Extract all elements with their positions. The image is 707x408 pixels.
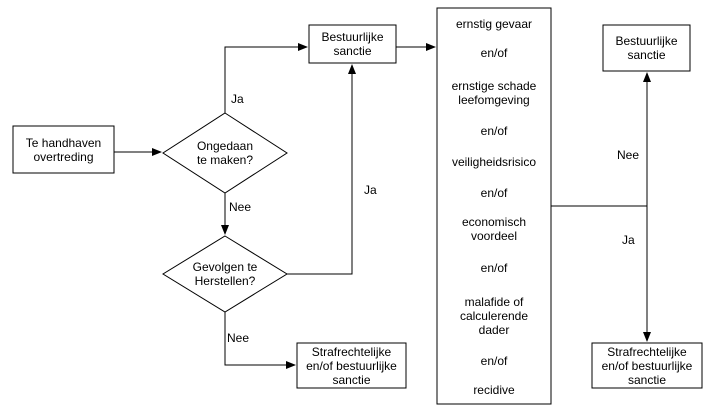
admin-sanction-top: Bestuurlijke sanctie — [321, 30, 384, 58]
criteria-connector: en/of — [480, 124, 508, 138]
restore-question: Gevolgen te Herstellen? — [192, 260, 258, 288]
criminal-sanction-right: Strafrechtelijke en/of bestuurlijke sanc… — [601, 344, 693, 387]
criteria-item: ernstig gevaar — [455, 17, 533, 31]
undo-question: Ongedaan te maken? — [196, 139, 254, 167]
criteria-item: ernstige schade leefomgeving — [451, 79, 537, 107]
criminal-sanction-left-box — [296, 342, 407, 389]
admin-sanction-right-box — [602, 24, 691, 72]
edge-undo-yes — [224, 43, 308, 113]
admin-sanction-right: Bestuurlijke sanctie — [615, 34, 678, 62]
edge-label-restore-no: Nee — [227, 331, 250, 345]
criteria-connector: en/of — [480, 354, 508, 368]
violation-box — [12, 125, 115, 174]
edge-label-right-no: Nee — [617, 148, 640, 162]
criteria-item: economisch voordeel — [461, 215, 527, 243]
edge-label-undo-no: Nee — [229, 200, 252, 214]
criminal-sanction-left: Strafrechtelijke en/of bestuurlijke sanc… — [306, 344, 397, 387]
criteria-connector: en/of — [480, 186, 508, 200]
edge-label-restore-yes: Ja — [364, 183, 377, 197]
criminal-sanction-right-box — [591, 342, 703, 389]
criteria-item: recidive — [473, 383, 515, 397]
criteria-connector: en/of — [480, 46, 508, 60]
criteria-item: veiligheidsrisico — [451, 155, 537, 169]
edge-restore-yes — [287, 64, 356, 275]
criteria-item: malafide of calculerende dader — [459, 295, 529, 337]
violation-node: Te handhaven overtreding — [25, 135, 102, 164]
edge-label-right-yes: Ja — [622, 233, 635, 247]
admin-sanction-top-box — [308, 24, 397, 64]
criteria-box — [436, 7, 552, 405]
edge-label-undo-yes: Ja — [231, 92, 244, 106]
edge-restore-no — [224, 312, 296, 369]
criteria-connector: en/of — [480, 261, 508, 275]
